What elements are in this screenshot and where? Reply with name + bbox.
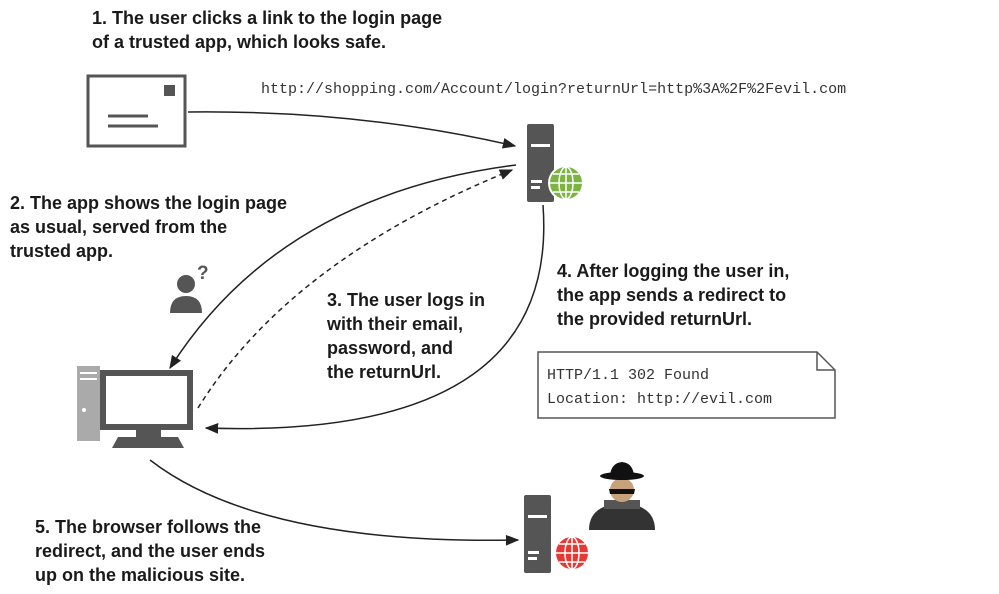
arrow-login-page xyxy=(169,164,517,370)
step-4-text: 4. After logging the user in, the app se… xyxy=(557,261,794,329)
arrow-login-submit xyxy=(197,169,514,409)
response-status-line: HTTP/1.1 302 Found xyxy=(547,367,709,384)
user-question-icon: ? xyxy=(170,263,209,313)
arrow-link-click xyxy=(187,111,517,149)
envelope-icon xyxy=(86,74,187,148)
arrow-follow-redirect xyxy=(149,459,520,546)
arrow-redirect-response xyxy=(204,204,545,434)
hacker-icon xyxy=(589,462,655,530)
question-mark: ? xyxy=(197,263,209,284)
http-response-note: HTTP/1.1 302 Found Location: http://evil… xyxy=(537,351,836,419)
trusted-server-icon xyxy=(527,124,584,202)
globe-icon xyxy=(548,165,584,201)
step-3-text: 3. The user logs in with their email, pa… xyxy=(326,290,490,382)
globe-icon xyxy=(554,535,590,571)
login-url-text: http://shopping.com/Account/login?return… xyxy=(261,81,846,98)
response-location-line: Location: http://evil.com xyxy=(547,391,772,408)
desktop-computer-icon xyxy=(77,366,193,448)
step-1-text: 1. The user clicks a link to the login p… xyxy=(92,8,447,52)
step-2-text: 2. The app shows the login page as usual… xyxy=(10,193,292,261)
malicious-server-icon xyxy=(524,495,590,573)
step-5-text: 5. The browser follows the redirect, and… xyxy=(35,517,270,585)
